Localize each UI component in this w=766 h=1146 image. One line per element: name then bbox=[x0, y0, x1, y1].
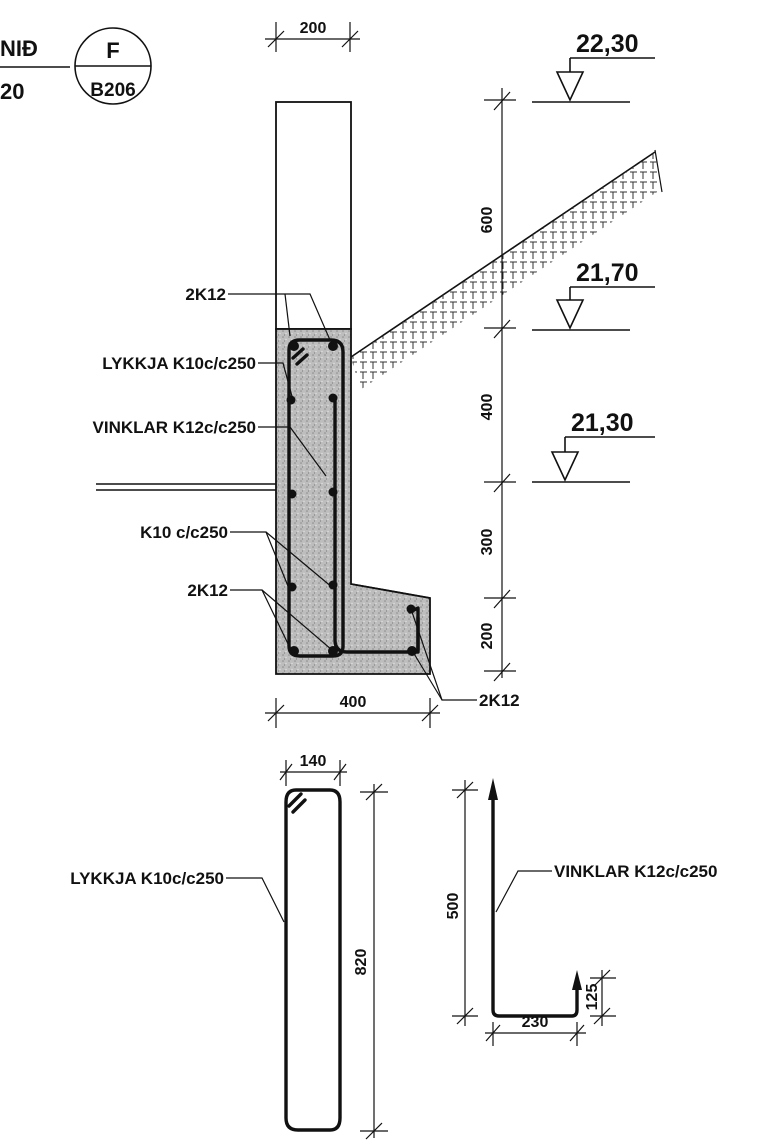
label-bottom-bars: 2K12 bbox=[187, 581, 228, 600]
bar-dot bbox=[328, 580, 338, 590]
wall-section bbox=[96, 101, 431, 675]
bar-dot bbox=[287, 489, 297, 499]
rebar-angle-bar bbox=[333, 398, 420, 654]
dim-200-label: 200 bbox=[479, 623, 496, 650]
footing-slope bbox=[350, 583, 431, 599]
wall-upper-part bbox=[275, 101, 352, 330]
elevation-marker-middle: 21,70 bbox=[532, 259, 655, 331]
label-distribution-bars: K10 c/c250 bbox=[140, 523, 228, 542]
label-loop: LYKKJA K10c/c250 bbox=[102, 354, 256, 373]
wall-top-width-label: 200 bbox=[300, 20, 327, 37]
angle-bar-tip-top bbox=[488, 778, 498, 800]
elevation-label-bottom: 21,30 bbox=[571, 409, 634, 437]
section-letter: F bbox=[106, 38, 119, 63]
elevation-marker-bottom: 21,30 bbox=[532, 409, 655, 483]
loop-width-label: 140 bbox=[300, 753, 327, 770]
bar-dot bbox=[328, 487, 338, 497]
bar-dot bbox=[328, 341, 338, 351]
sheet-reference: B206 bbox=[90, 80, 135, 101]
detail-loop-bar: 140 820 LYKKJA K10c/c250 bbox=[70, 753, 388, 1140]
soil-hatch bbox=[351, 152, 660, 390]
dim-vertical-chain: 600 400 300 200 bbox=[479, 88, 516, 682]
backfill-slope bbox=[350, 149, 663, 390]
loop-bar-hook bbox=[287, 792, 307, 814]
title-block: NIÐ 20 F B206 bbox=[0, 27, 152, 105]
loop-bar-shape bbox=[284, 788, 342, 1132]
angle-bar-tip-right bbox=[572, 970, 582, 990]
elevation-marker-top: 22,30 bbox=[532, 30, 655, 103]
bar-dot bbox=[289, 341, 299, 351]
elevation-label-top: 22,30 bbox=[576, 30, 639, 58]
bar-dot bbox=[286, 395, 296, 405]
detail-label-loop: LYKKJA K10c/c250 bbox=[70, 869, 224, 888]
loop-height-label: 820 bbox=[353, 949, 370, 976]
dim-base-width: 400 bbox=[265, 694, 440, 728]
label-angles: VINKLAR K12c/c250 bbox=[93, 418, 256, 437]
base-width-label: 400 bbox=[340, 694, 367, 711]
soil-edge bbox=[654, 149, 663, 193]
angle-height-label: 500 bbox=[445, 893, 462, 920]
bar-dot bbox=[406, 604, 416, 614]
detail-angle-bar: 500 125 230 VINKLAR K12c/c250 bbox=[445, 778, 717, 1046]
dim-wall-top-width: 200 bbox=[265, 20, 360, 52]
drawing-scale-fragment: 20 bbox=[0, 79, 24, 104]
label-top-bars: 2K12 bbox=[185, 285, 226, 304]
bar-dot bbox=[407, 646, 417, 656]
drawing-title-fragment: NIÐ bbox=[0, 36, 38, 61]
label-footing-bars: 2K12 bbox=[479, 691, 520, 710]
dim-600-label: 600 bbox=[479, 207, 496, 234]
rebar-callouts: 2K12 LYKKJA K10c/c250 VINKLAR K12c/c250 … bbox=[93, 285, 520, 710]
detail-label-angles: VINKLAR K12c/c250 bbox=[554, 862, 717, 881]
angle-width-label: 230 bbox=[522, 1014, 549, 1031]
bar-dot bbox=[289, 646, 299, 656]
bar-dot bbox=[328, 393, 338, 403]
dim-300-label: 300 bbox=[479, 529, 496, 556]
angle-hook-label: 125 bbox=[584, 984, 601, 1011]
elevation-label-middle: 21,70 bbox=[576, 259, 639, 287]
dim-400-label: 400 bbox=[479, 394, 496, 421]
rebar-loop-hook bbox=[291, 347, 309, 366]
angle-bar-shape bbox=[491, 788, 579, 1018]
